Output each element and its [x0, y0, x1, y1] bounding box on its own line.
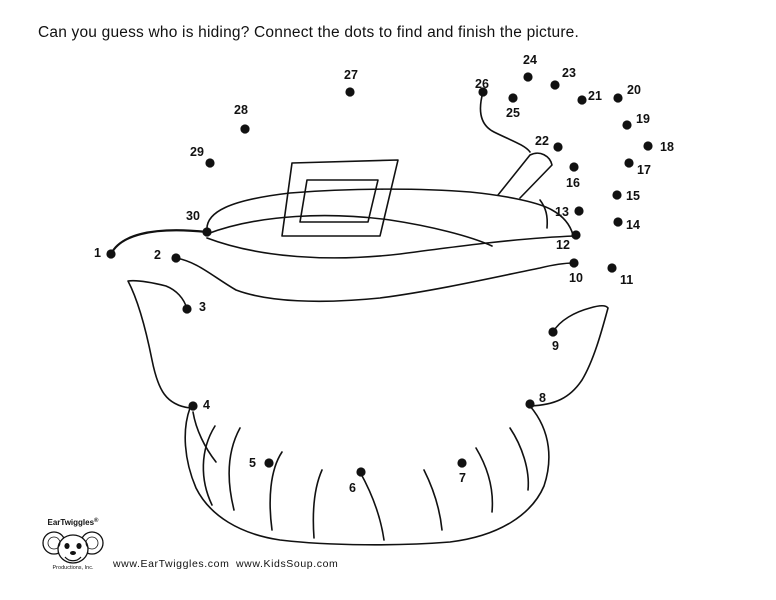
- dot-15[interactable]: [612, 190, 622, 200]
- dot-label: 11: [620, 273, 633, 287]
- dot-18[interactable]: [643, 141, 653, 151]
- eartwiggles-link[interactable]: www.EarTwiggles.com: [113, 558, 230, 570]
- dot-label: 27: [344, 68, 358, 82]
- right-ear: [529, 304, 609, 407]
- logo-brand: EarTwiggles®: [42, 518, 104, 527]
- dot-label: 10: [569, 271, 583, 285]
- dot-20[interactable]: [613, 93, 623, 103]
- logo-brand-name: EarTwiggles: [47, 518, 95, 527]
- dot-label: 2: [154, 248, 161, 262]
- dot-30[interactable]: [202, 227, 212, 237]
- beard-strand: [312, 469, 323, 539]
- logo-company: Productions, Inc.: [52, 565, 94, 571]
- dot-label: 16: [566, 176, 580, 190]
- dot-25[interactable]: [508, 93, 518, 103]
- dot-19[interactable]: [622, 120, 632, 130]
- beard-strand: [202, 425, 216, 506]
- dot-8[interactable]: [525, 399, 535, 409]
- dot-label: 14: [626, 218, 640, 232]
- hat-crown-curl: [479, 91, 531, 153]
- dot-label: 3: [199, 300, 206, 314]
- hat-brim-upper: [206, 188, 574, 236]
- beard-strand: [228, 427, 241, 511]
- dot-2[interactable]: [171, 253, 181, 263]
- dot-3[interactable]: [182, 304, 192, 314]
- dot-label: 23: [562, 66, 576, 80]
- eartwiggles-logo: EarTwiggles® Productions, Inc.: [40, 518, 106, 578]
- dot-23[interactable]: [550, 80, 560, 90]
- hat-brim-lower: [175, 257, 575, 303]
- starter-line: [109, 229, 209, 256]
- dot-29[interactable]: [205, 158, 215, 168]
- dot-label: 4: [203, 398, 210, 412]
- dot-label: 25: [506, 106, 520, 120]
- dot-12[interactable]: [571, 230, 581, 240]
- dot-label: 30: [186, 209, 200, 223]
- dot-5[interactable]: [264, 458, 274, 468]
- dot-6[interactable]: [356, 467, 366, 477]
- beard-strand: [423, 469, 443, 531]
- dot-label: 12: [556, 238, 570, 252]
- dot-label: 6: [349, 481, 356, 495]
- beard-strand: [509, 427, 530, 491]
- beard-strand: [192, 411, 217, 463]
- dot-label: 20: [627, 83, 641, 97]
- kidssoup-link[interactable]: www.KidsSoup.com: [236, 558, 339, 570]
- mouse-face-icon: [42, 531, 104, 564]
- dot-28[interactable]: [240, 124, 250, 134]
- dot-label: 1: [94, 246, 101, 260]
- beard-outline: [184, 405, 550, 546]
- dot-label: 29: [190, 145, 204, 159]
- beard-strand: [359, 471, 385, 541]
- hat-crown-side: [539, 199, 549, 229]
- dot-label: 9: [552, 339, 559, 353]
- dot-label: 17: [637, 163, 651, 177]
- dot-22[interactable]: [553, 142, 563, 152]
- dot-label: 8: [539, 391, 546, 405]
- dot-label: 28: [234, 103, 248, 117]
- dot-16[interactable]: [569, 162, 579, 172]
- dot-label: 5: [249, 456, 256, 470]
- dot-4[interactable]: [188, 401, 198, 411]
- dot-label: 21: [588, 89, 602, 103]
- instructions-text: Can you guess who is hiding? Connect the…: [38, 24, 580, 41]
- dot-label: 19: [636, 112, 650, 126]
- hat-crown-strap: [497, 152, 553, 199]
- dot-21[interactable]: [577, 95, 587, 105]
- left-ear: [127, 279, 191, 409]
- dot-7[interactable]: [457, 458, 467, 468]
- dot-label: 7: [459, 471, 466, 485]
- hat-band-lower: [206, 214, 493, 247]
- dot-26[interactable]: [478, 87, 488, 97]
- dot-label: 26: [475, 77, 489, 91]
- dot-label: 15: [626, 189, 640, 203]
- dot-27[interactable]: [345, 87, 355, 97]
- hat-buckle-inner: [299, 179, 379, 223]
- beard-strand: [475, 447, 494, 513]
- dot-14[interactable]: [613, 217, 623, 227]
- dot-label: 22: [535, 134, 549, 148]
- dot-9[interactable]: [548, 327, 558, 337]
- dot-17[interactable]: [624, 158, 634, 168]
- dot-24[interactable]: [523, 72, 533, 82]
- registered-mark: ®: [94, 518, 99, 524]
- dot-label: 13: [555, 205, 569, 219]
- beard-strand: [269, 451, 283, 531]
- dot-13[interactable]: [574, 206, 584, 216]
- hat-buckle-outer: [281, 159, 399, 237]
- dot-11[interactable]: [607, 263, 617, 273]
- dot-10[interactable]: [569, 258, 579, 268]
- dot-label: 18: [660, 140, 674, 154]
- hat-brim-back: [206, 235, 576, 259]
- dot-1[interactable]: [106, 249, 116, 259]
- dot-label: 24: [523, 53, 537, 67]
